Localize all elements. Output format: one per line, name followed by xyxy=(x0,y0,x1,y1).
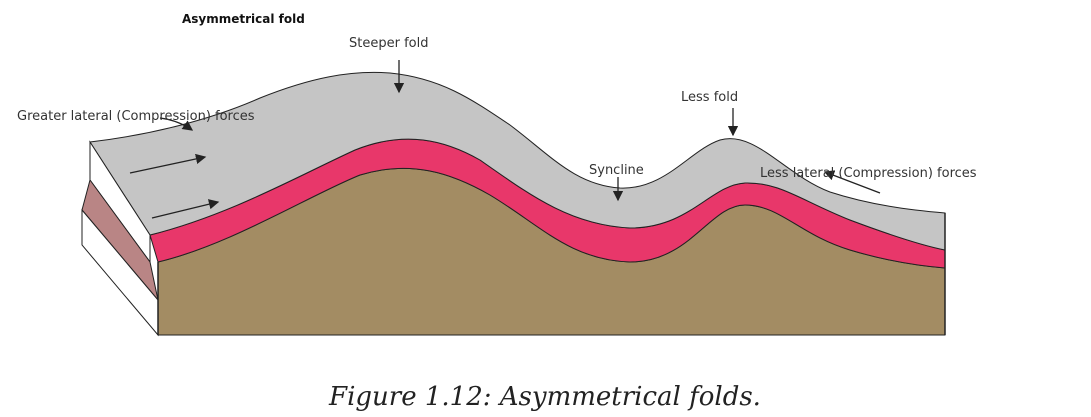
greater-forces-label: Greater lateral (Compression) forces xyxy=(17,109,255,124)
compression-arrow-left-2 xyxy=(151,199,220,219)
compression-arrow-left-1 xyxy=(129,153,207,174)
compression-arrow-right xyxy=(823,170,881,194)
top-rock-layer xyxy=(89,71,946,251)
less-fold-label: Less fold xyxy=(681,90,738,105)
less-forces-label: Less lateral (Compression) forces xyxy=(760,166,977,181)
compression-arrow-upper xyxy=(159,117,194,131)
steeper-fold-label: Steeper fold xyxy=(349,36,428,51)
syncline-label: Syncline xyxy=(589,163,644,178)
figure-caption: Figure 1.12: Asymmetrical folds. xyxy=(328,382,761,412)
diagram-title: Asymmetrical fold xyxy=(182,12,305,26)
